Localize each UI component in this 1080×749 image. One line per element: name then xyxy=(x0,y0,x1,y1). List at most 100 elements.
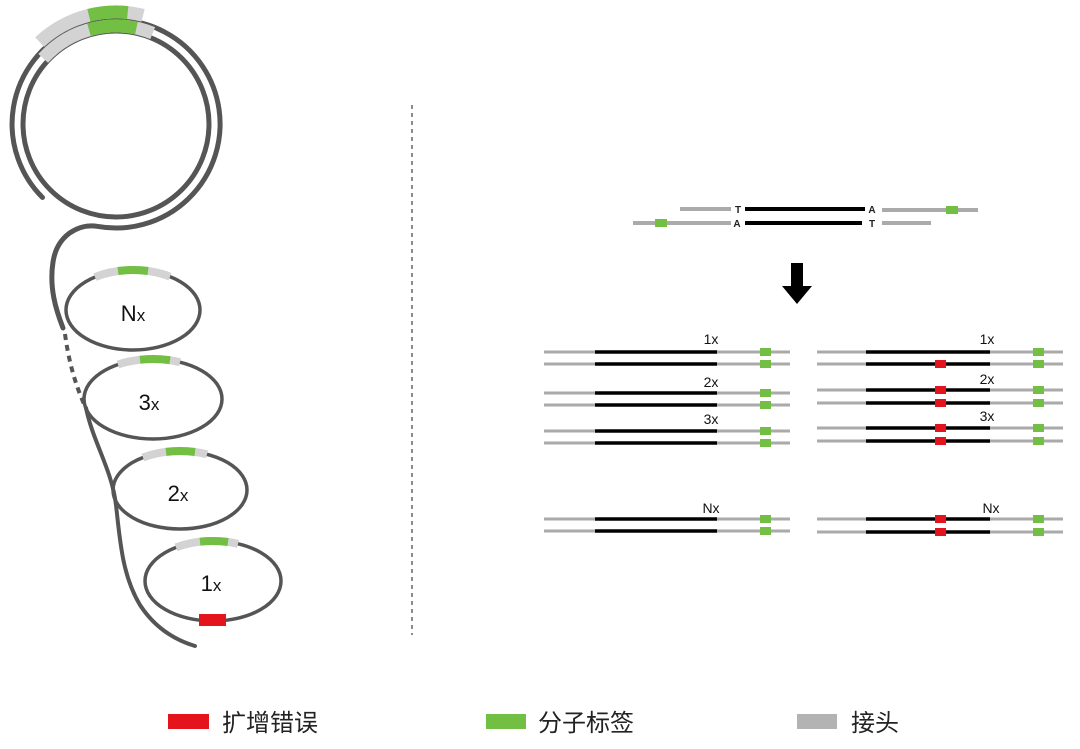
molecular-tag-band xyxy=(199,536,229,546)
amplification-error-mark xyxy=(935,360,946,368)
molecular-tag-mark xyxy=(760,439,771,447)
copy-pair: 3x xyxy=(544,411,790,447)
molecular-tag-mark xyxy=(1033,424,1044,432)
copy-strand xyxy=(817,437,1063,445)
amplification-error-mark xyxy=(199,614,226,626)
amplification-error-mark xyxy=(935,399,946,407)
legend-item-molecular-tag: 分子标签 xyxy=(486,710,634,737)
copy-loop-label-n: Nx xyxy=(121,301,146,326)
molecular-tag-mark xyxy=(760,527,771,535)
molecular-tag-mark xyxy=(760,427,771,435)
molecular-tag-mark xyxy=(1033,437,1044,445)
arrow-down-icon xyxy=(782,263,812,304)
legend-swatch-gray xyxy=(797,714,837,729)
adapter-bands xyxy=(35,5,239,552)
molecular-tag-band xyxy=(165,447,196,456)
copy-number-label: 1x xyxy=(980,331,995,347)
backbone-lower-segment xyxy=(84,406,197,648)
copy-count: 1 xyxy=(201,571,213,596)
copy-loop-label-2: 2x xyxy=(168,481,189,506)
rolling-circle-panel: Nx 3x 2x 1x xyxy=(9,5,283,648)
molecular-tag-band xyxy=(139,354,171,365)
legend-item-amplification-error: 扩增错误 xyxy=(168,710,318,737)
template-bottom-strand: A T xyxy=(633,219,931,230)
molecular-tag-mark xyxy=(760,401,771,409)
copy-number-label: 3x xyxy=(980,408,995,424)
copy-number-label: 1x xyxy=(704,331,719,347)
copy-strand xyxy=(817,515,1063,523)
copy-strand xyxy=(817,360,1063,368)
copy-strand xyxy=(544,515,790,523)
copy-strand xyxy=(544,427,790,435)
copy-unit: x xyxy=(180,486,189,505)
adapter-band xyxy=(35,5,145,47)
copy-loop-label-1: 1x xyxy=(201,571,222,596)
copy-pair: 3x xyxy=(817,408,1063,445)
copy-pair: Nx xyxy=(544,500,790,535)
molecular-tag-mark xyxy=(655,219,667,227)
molecular-tag-mark xyxy=(1033,528,1044,536)
copy-pair: 2x xyxy=(817,371,1063,407)
copy-strand xyxy=(817,386,1063,394)
molecular-tag-mark xyxy=(1033,399,1044,407)
copy-number-label: 2x xyxy=(704,374,719,390)
copy-strand xyxy=(544,389,790,397)
legend: 扩增错误 分子标签 接头 xyxy=(168,710,899,737)
legend-swatch-green xyxy=(486,714,526,729)
amplification-error-mark xyxy=(935,424,946,432)
copy-loop-label-3: 3x xyxy=(139,390,160,415)
copy-strand xyxy=(544,360,790,368)
copy-strand xyxy=(817,424,1063,432)
copy-number-label: 2x xyxy=(980,371,995,387)
copy-unit: x xyxy=(137,306,146,325)
legend-swatch-red xyxy=(168,714,209,729)
copy-strand xyxy=(544,401,790,409)
molecular-tag-band xyxy=(87,19,138,37)
molecular-tag-mark xyxy=(760,389,771,397)
copy-number-label: Nx xyxy=(702,500,719,516)
molecular-tag-mark xyxy=(1033,360,1044,368)
legend-label: 分子标签 xyxy=(538,710,634,737)
copy-count: 2 xyxy=(168,481,180,506)
amplification-error-mark xyxy=(935,528,946,536)
molecular-tag-mark xyxy=(1033,515,1044,523)
molecular-tag-band xyxy=(117,266,149,275)
base-letter: T xyxy=(735,205,741,216)
copy-pair: 1x xyxy=(544,331,790,368)
base-letter: A xyxy=(733,219,740,230)
copy-unit: x xyxy=(213,576,222,595)
copy-number-label: Nx xyxy=(982,500,999,516)
molecular-tag-mark xyxy=(760,360,771,368)
copy-strand xyxy=(817,348,1063,356)
copy-pair: Nx xyxy=(817,500,1063,536)
copy-pair: 1x xyxy=(817,331,1063,368)
molecular-tag-band xyxy=(87,5,129,22)
legend-label: 接头 xyxy=(851,710,899,737)
template-top-strand: T A xyxy=(680,205,978,216)
molecular-tag-mark xyxy=(1033,348,1044,356)
copy-strand xyxy=(544,348,790,356)
copy-pair: 2x xyxy=(544,374,790,409)
amplification-error-mark xyxy=(935,515,946,523)
molecular-tag-mark xyxy=(1033,386,1044,394)
amplification-error-mark xyxy=(935,386,946,394)
copy-strand xyxy=(544,439,790,447)
template-circle-outer-ring-with-tail xyxy=(9,17,223,331)
copy-strand xyxy=(817,528,1063,536)
copy-count: 3 xyxy=(139,390,151,415)
copy-strand xyxy=(817,399,1063,407)
copy-count: N xyxy=(121,301,137,326)
molecular-tag-mark xyxy=(760,348,771,356)
base-letter: A xyxy=(868,205,875,216)
molecular-tag-mark xyxy=(760,515,771,523)
legend-item-adapter: 接头 xyxy=(797,710,899,737)
amplification-error-mark xyxy=(935,437,946,445)
template-molecule: T A A T xyxy=(633,205,978,230)
copy-number-label: 3x xyxy=(704,411,719,427)
copy-strand xyxy=(544,527,790,535)
backbone-dashed-segment xyxy=(63,333,86,405)
